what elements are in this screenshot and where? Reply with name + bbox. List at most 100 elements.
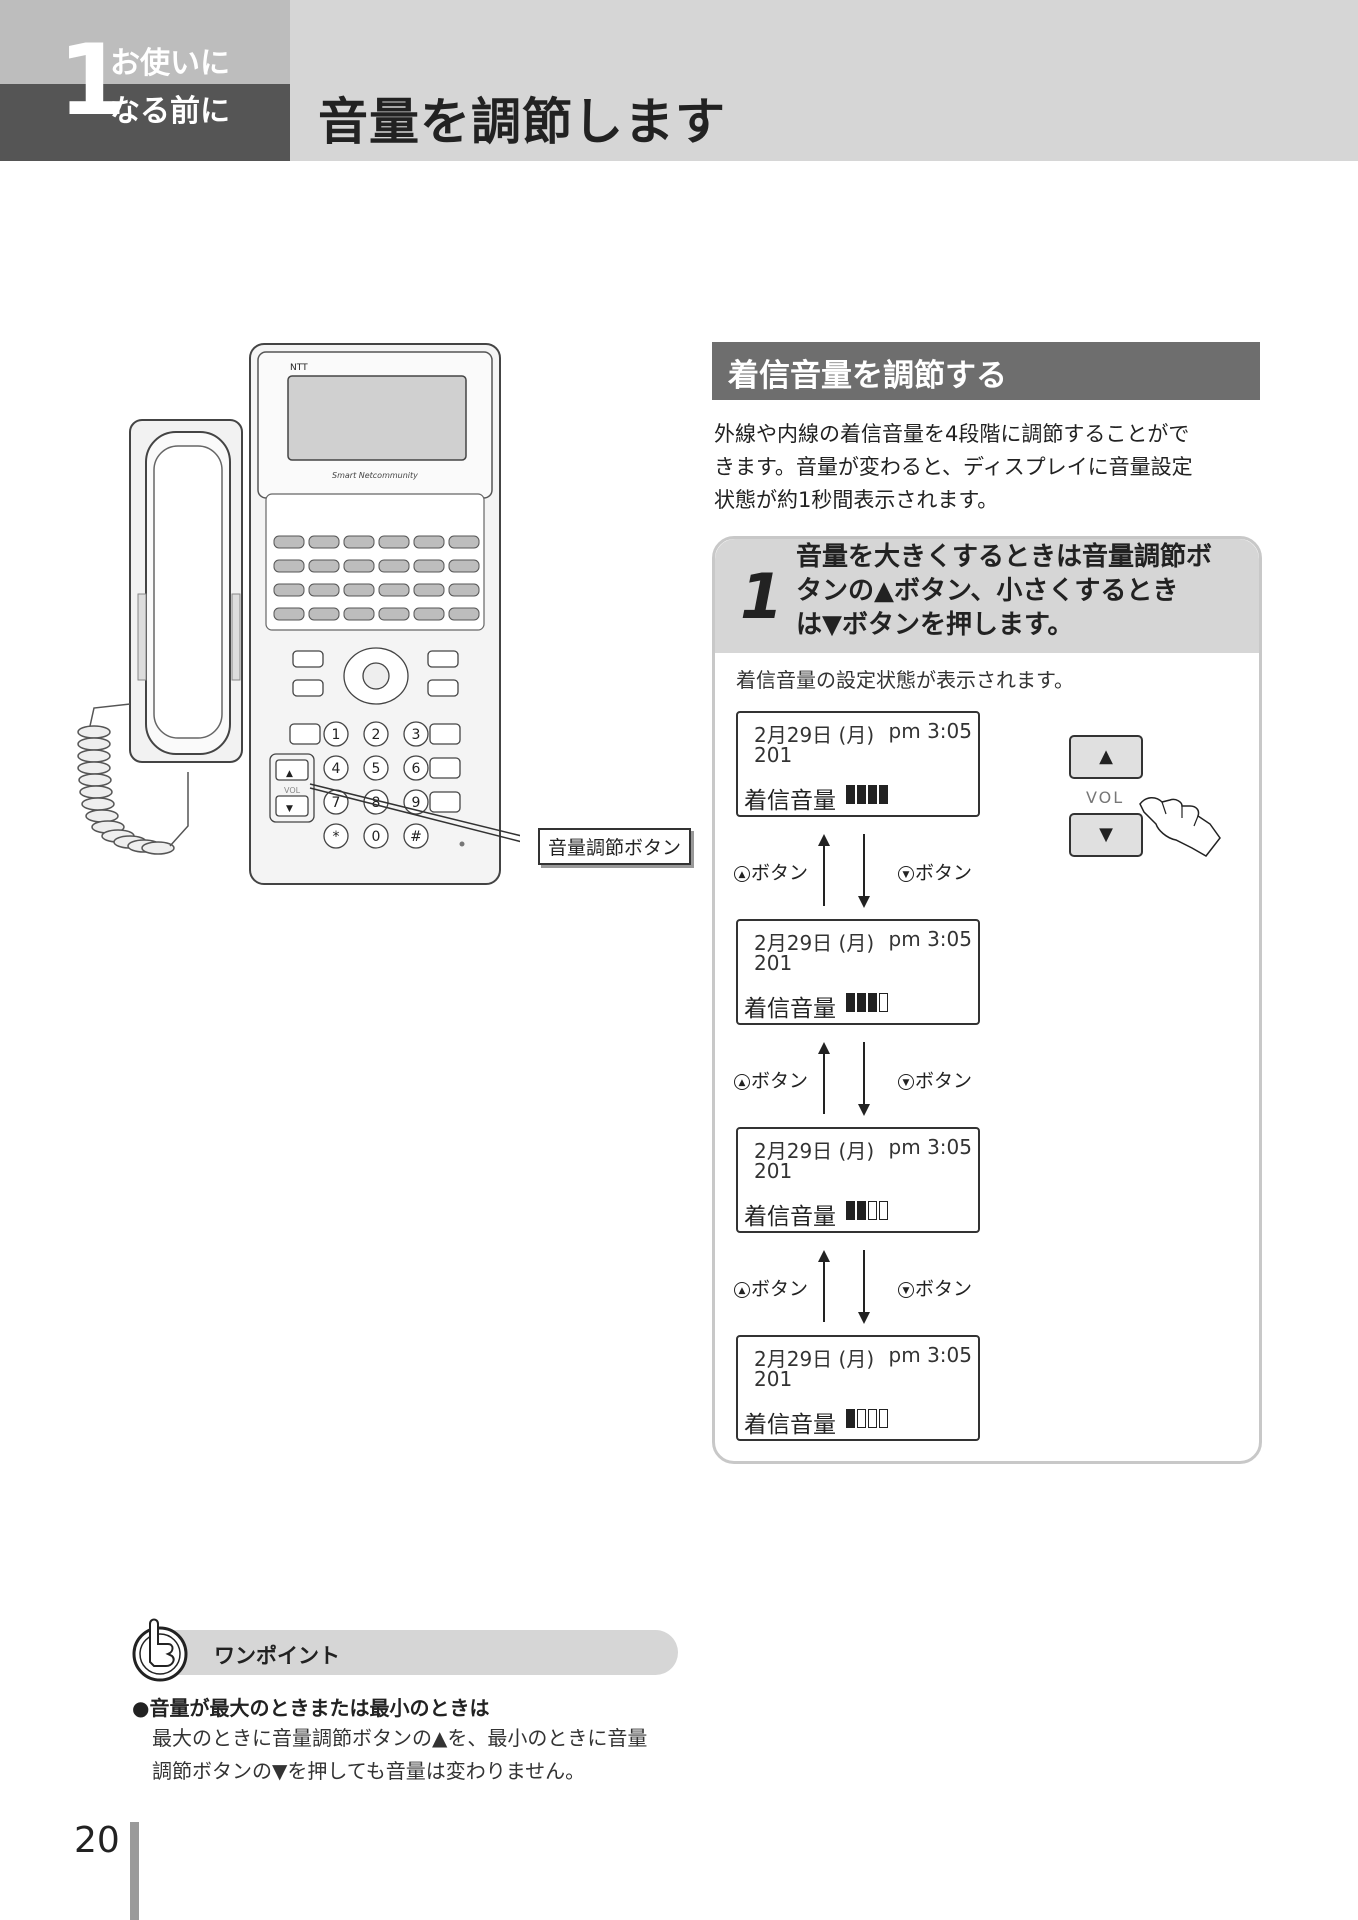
dss-key	[378, 559, 410, 573]
lcd-volume-level	[846, 1201, 890, 1220]
step-number: 1	[740, 560, 784, 633]
step-note: 着信音量の設定状態が表示されます。	[736, 668, 1074, 692]
dss-key	[378, 535, 410, 549]
chapter-tab-bottom	[0, 84, 290, 161]
step-line: は▼ボタンを押します。	[796, 610, 1074, 640]
keypad-key-label: #	[410, 829, 422, 845]
volume-segment-empty	[857, 1409, 866, 1428]
lcd-volume-label: 着信音量	[744, 1412, 836, 1438]
lcd-time: pm 3:05	[888, 927, 972, 951]
dss-key	[273, 535, 305, 549]
step-header	[715, 539, 1259, 653]
dss-key	[308, 535, 340, 549]
lcd-date: 2月29日 (月)	[754, 1347, 875, 1371]
keypad-key: 1	[323, 721, 349, 747]
volume-segment-filled	[846, 1201, 855, 1220]
one-point-bar	[136, 1630, 678, 1675]
section-intro: 外線や内線の着信音量を4段階に調節することがで きます。音量が変わると、ディスプ…	[714, 418, 1262, 517]
down-circle-icon: ▼	[898, 1281, 914, 1298]
lcd-display: 2月29日 (月) pm 3:05 201 着信音量	[736, 1335, 980, 1441]
step-line: 音量を大きくするときは音量調節ボ	[796, 542, 1213, 572]
one-point-line: 調節ボタンの▼を押しても音量は変わりません。	[152, 1759, 586, 1783]
arrow-label-text: ボタン	[751, 1070, 809, 1092]
lcd-time: pm 3:05	[888, 1343, 972, 1367]
one-point-body: 最大のときに音量調節ボタンの▲を、最小のときに音量 調節ボタンの▼を押しても音量…	[152, 1722, 692, 1788]
arrow-label-text: ボタン	[751, 1278, 809, 1300]
lcd-display: 2月29日 (月) pm 3:05 201 着信音量	[736, 711, 980, 817]
keypad-key: 7	[323, 789, 349, 815]
volume-segment-empty	[879, 1201, 888, 1220]
dss-key	[343, 607, 375, 621]
one-point-icon	[132, 1618, 188, 1682]
keypad-key-label: 3	[412, 727, 421, 743]
one-point-title: ワンポイント	[214, 1644, 340, 1668]
lcd-display: 2月29日 (月) pm 3:05 201 着信音量	[736, 1127, 980, 1233]
keypad-key-label: 1	[332, 727, 341, 743]
lcd-extension: 201	[754, 951, 793, 975]
arrow-row: ▲ボタン ▼ボタン	[730, 830, 1000, 910]
dss-key	[273, 583, 305, 597]
step-instruction: 音量を大きくするときは音量調節ボ タンの▲ボタン、小さくするとき は▼ボタンを押…	[796, 540, 1256, 642]
lcd-volume-level	[846, 1409, 890, 1428]
volume-segment-empty	[879, 993, 888, 1012]
lcd-date: 2月29日 (月)	[754, 1139, 875, 1163]
section-title: 着信音量を調節する	[728, 358, 1007, 394]
arrow-row: ▲ボタン ▼ボタン	[730, 1038, 1000, 1118]
dss-key	[308, 559, 340, 573]
dss-key	[343, 583, 375, 597]
keypad-key: 2	[363, 721, 389, 747]
keypad-key-label: 8	[372, 795, 381, 811]
volume-segment-filled	[868, 785, 877, 804]
lcd-volume-label: 着信音量	[744, 996, 836, 1022]
vol-down-button: ▼	[1069, 813, 1143, 857]
chapter-title-line1: お使いに	[110, 46, 230, 81]
transition-arrows-icon	[818, 1250, 870, 1324]
dss-key	[308, 583, 340, 597]
dss-key	[448, 583, 480, 597]
lcd-date: 2月29日 (月)	[754, 723, 875, 747]
dss-key	[343, 535, 375, 549]
one-point-line: 最大のときに音量調節ボタンの▲を、最小のときに音量	[152, 1726, 648, 1750]
arrow-label-text: ボタン	[915, 1278, 973, 1300]
dss-key	[448, 607, 480, 621]
volume-button-callout: 音量調節ボタン	[538, 828, 692, 865]
lcd-extension: 201	[754, 743, 793, 767]
keypad-key: #	[403, 823, 429, 849]
one-point-bullet: ●音量が最大のときまたは最小のときは	[132, 1696, 490, 1720]
keypad-key-label: 5	[372, 761, 381, 777]
down-button-label: ▼ボタン	[898, 858, 972, 885]
chapter-tab-top	[0, 0, 290, 84]
page-title: 音量を調節します	[318, 93, 726, 151]
dss-key	[448, 535, 480, 549]
arrow-label-text: ボタン	[751, 862, 809, 884]
lcd-extension: 201	[754, 1159, 793, 1183]
dss-key	[273, 607, 305, 621]
phone-vol-label: VOL	[284, 786, 301, 795]
lcd-volume-label: 着信音量	[744, 1204, 836, 1230]
intro-line: 外線や内線の着信音量を4段階に調節することがで	[714, 422, 1190, 446]
volume-segment-empty	[868, 1409, 877, 1428]
vol-up-button: ▲	[1069, 735, 1143, 779]
keypad-key-label: 7	[332, 795, 341, 811]
intro-line: きます。音量が変わると、ディスプレイに音量設定	[714, 455, 1193, 479]
up-button-label: ▲ボタン	[734, 858, 808, 885]
lcd-volume-label: 着信音量	[744, 788, 836, 814]
down-circle-icon: ▼	[898, 1073, 914, 1090]
page-number: 20	[74, 1820, 120, 1861]
down-button-label: ▼ボタン	[898, 1066, 972, 1093]
dss-key	[413, 607, 445, 621]
keypad-key: 5	[363, 755, 389, 781]
keypad-key: 0	[363, 823, 389, 849]
section-header-bar	[712, 342, 1260, 400]
volume-segment-filled	[868, 993, 877, 1012]
keypad-key-label: 0	[372, 829, 381, 845]
phone-brand: NTT	[290, 363, 308, 373]
volume-segment-filled	[846, 1409, 855, 1428]
keypad-key-label: *	[333, 829, 340, 845]
phone-vol-up-symbol: ▲	[286, 769, 293, 779]
lcd-extension: 201	[754, 1367, 793, 1391]
volume-segment-filled	[857, 993, 866, 1012]
keypad-key: *	[323, 823, 349, 849]
keypad-key-label: 6	[412, 761, 421, 777]
volume-segment-filled	[857, 785, 866, 804]
